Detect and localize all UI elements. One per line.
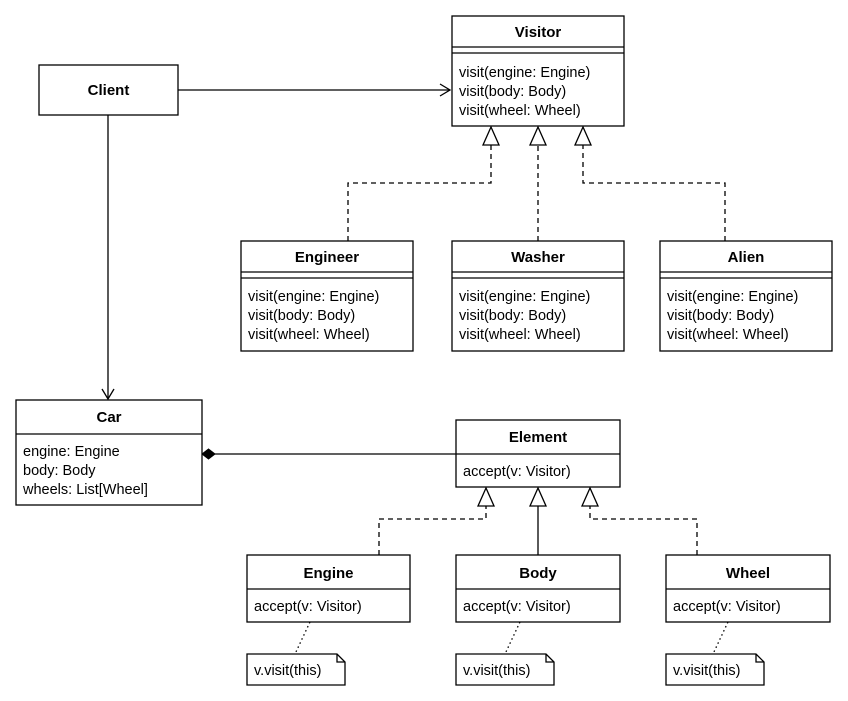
class-visitor: Visitor visit(engine: Engine) visit(body… [451,15,625,127]
realization-arrowhead [573,125,593,146]
note-anchor-engine [294,621,311,655]
method: visit(wheel: Wheel) [667,327,789,343]
note-wheel: v.visit(this) [665,653,765,686]
class-name: Washer [511,249,565,266]
realization-arrowhead [481,125,501,146]
edge-client-visitor [178,83,452,97]
class-name: Wheel [726,565,770,582]
realization-arrowhead [580,486,600,507]
method: visit(body: Body) [667,308,774,324]
method: accept(v: Visitor) [673,599,781,615]
method: visit(wheel: Wheel) [248,327,370,343]
class-name: Visitor [515,24,562,41]
method: visit(wheel: Wheel) [459,327,581,343]
field: body: Body [23,463,96,479]
edge-body-element [528,486,548,555]
class-wheel: Wheel accept(v: Visitor) [665,554,831,623]
field: engine: Engine [23,444,120,460]
class-name: Element [509,429,567,446]
field: wheels: List[Wheel] [22,482,148,498]
method: accept(v: Visitor) [463,464,571,480]
edge-alien-visitor [573,125,726,241]
note-text: v.visit(this) [673,663,740,679]
method: visit(body: Body) [248,308,355,324]
method: accept(v: Visitor) [254,599,362,615]
method: visit(body: Body) [459,308,566,324]
note-text: v.visit(this) [254,663,321,679]
class-car: Car engine: Engine body: Body wheels: Li… [15,399,203,506]
edge-washer-visitor [528,125,548,241]
method: visit(engine: Engine) [248,289,379,305]
realization-arrowhead [528,125,548,146]
method: visit(body: Body) [459,84,566,100]
class-body: Body accept(v: Visitor) [455,554,621,623]
class-name: Client [88,82,130,99]
edge-wheel-element [580,486,698,555]
class-name: Car [96,409,121,426]
class-name: Body [519,565,557,582]
edge-element-car [201,448,456,460]
class-element: Element accept(v: Visitor) [455,419,621,488]
class-engineer: Engineer visit(engine: Engine) visit(bod… [240,240,414,352]
class-engine: Engine accept(v: Visitor) [246,554,411,623]
edge-engine-element [378,486,496,555]
note-body: v.visit(this) [455,653,555,686]
note-anchor-wheel [712,621,729,655]
method: visit(engine: Engine) [459,289,590,305]
edge-client-car [101,115,115,401]
class-washer: Washer visit(engine: Engine) visit(body:… [451,240,625,352]
method: visit(engine: Engine) [459,65,590,81]
realization-arrowhead [476,486,496,507]
class-client: Client [38,64,179,116]
class-alien: Alien visit(engine: Engine) visit(body: … [659,240,833,352]
note-engine: v.visit(this) [246,653,346,686]
composition-diamond [201,448,216,460]
class-name: Engine [303,565,353,582]
realization-arrowhead [528,486,548,507]
method: accept(v: Visitor) [463,599,571,615]
note-text: v.visit(this) [463,663,530,679]
class-name: Alien [728,249,765,266]
class-name: Engineer [295,249,359,266]
note-anchor-body [504,621,521,655]
method: visit(engine: Engine) [667,289,798,305]
edge-engineer-visitor [347,125,501,241]
method: visit(wheel: Wheel) [459,103,581,119]
